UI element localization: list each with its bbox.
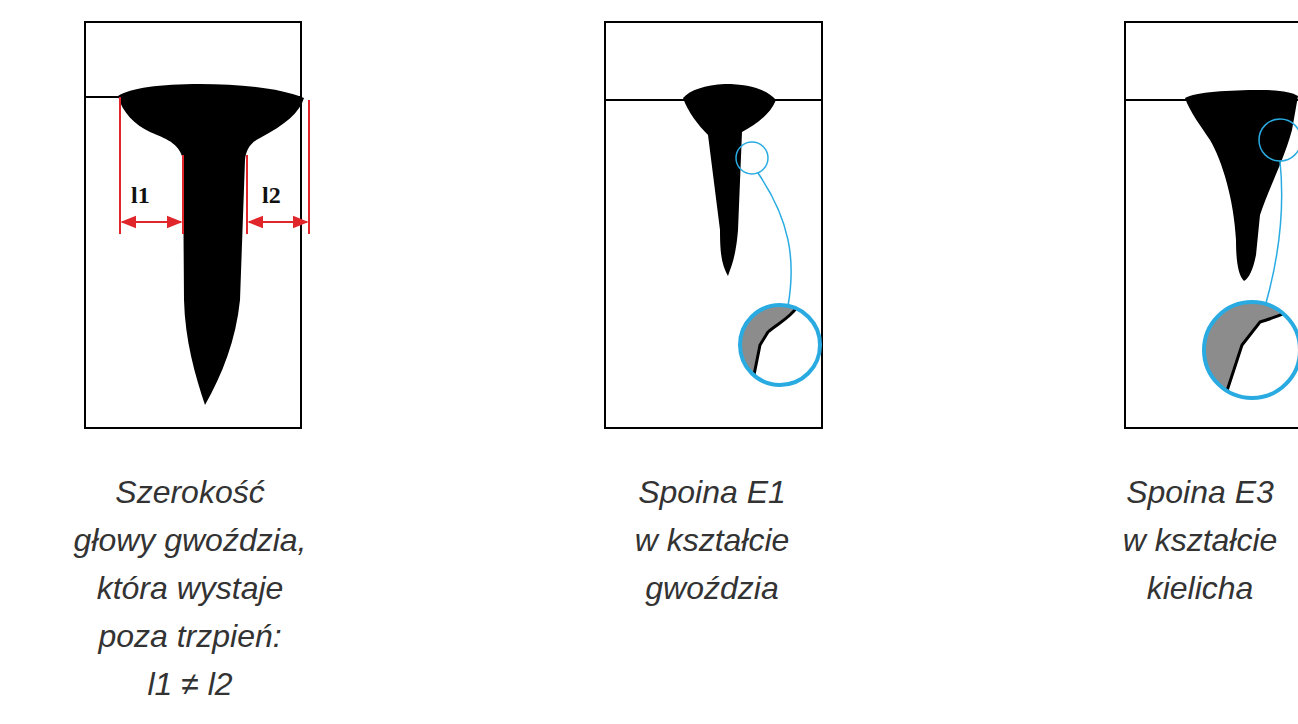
nail-weld — [118, 84, 304, 405]
dimension-label: l2 — [262, 182, 281, 208]
detail-zoom-ring — [1204, 302, 1298, 398]
detail-zoom — [1200, 298, 1298, 400]
detail-zoom-ring — [740, 305, 820, 385]
dimension-label: l1 — [131, 182, 150, 208]
figure-caption: l1 ≠ l2 — [72, 660, 309, 708]
detail-marker — [1259, 119, 1298, 161]
detail-zoom — [735, 298, 820, 390]
dimension-lines — [120, 97, 309, 234]
detail-marker — [736, 142, 768, 174]
panel-frame — [605, 22, 822, 428]
figure-caption: Spoina E1 w kształcie gwoździa — [626, 468, 798, 612]
detail-leader — [1266, 161, 1282, 303]
figure-caption: Szerokość głowy gwoździa, która wystaje … — [72, 468, 309, 660]
detail-leader — [758, 173, 791, 306]
figure-caption: Spoina E3 w kształcie kielicha — [1114, 468, 1286, 612]
panel-frame — [1125, 22, 1298, 428]
